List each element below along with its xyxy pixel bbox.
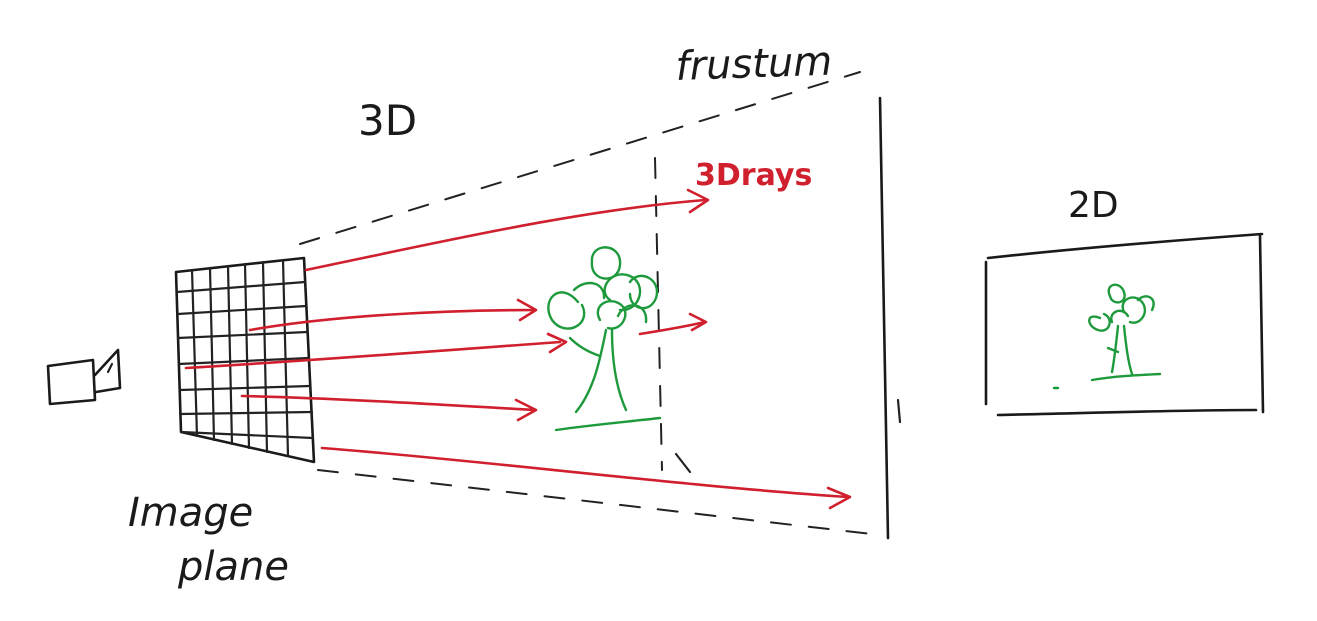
projected-tree-icon — [1052, 283, 1162, 390]
frustum-label: frustum — [675, 39, 833, 90]
output-image-frame — [984, 232, 1265, 417]
two-d-label: 2D — [1068, 185, 1119, 226]
three-d-rays-label: 3Drays — [695, 158, 812, 193]
image-plane-grid — [174, 256, 316, 464]
image-plane-label-line1: Image — [128, 490, 253, 536]
frustum-outline — [299, 71, 902, 540]
camera-icon — [46, 348, 122, 406]
rays — [184, 188, 852, 510]
tree-icon — [547, 246, 662, 432]
three-d-label: 3D — [358, 96, 417, 145]
image-plane-label-line2: plane — [177, 544, 289, 590]
